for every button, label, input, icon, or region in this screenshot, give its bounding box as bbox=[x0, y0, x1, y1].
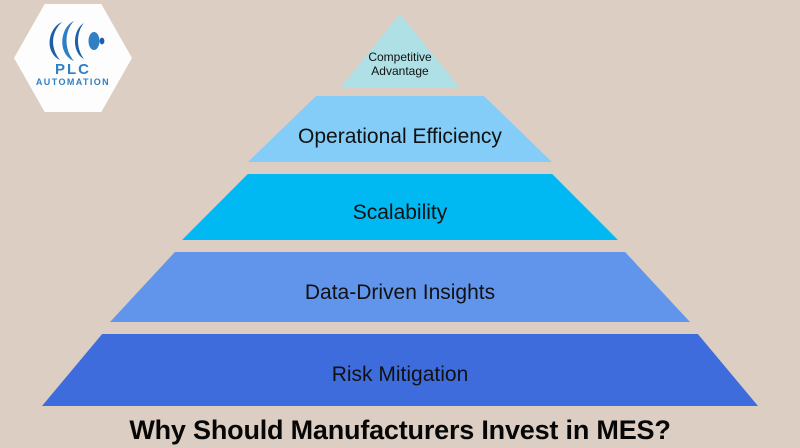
pyramid-tier-label: Data-Driven Insights bbox=[304, 280, 496, 304]
pyramid-tier-competitive-advantage[interactable]: Competitive Advantage bbox=[340, 14, 460, 88]
pyramid-tier-data-driven-insights[interactable]: Data-Driven Insights bbox=[110, 252, 690, 322]
pyramid-tier-risk-mitigation[interactable]: Risk Mitigation bbox=[42, 334, 758, 406]
infographic-caption: Why Should Manufacturers Invest in MES? bbox=[129, 414, 671, 445]
pyramid-tier-operational-efficiency[interactable]: Operational Efficiency bbox=[248, 96, 552, 162]
pyramid-tier-scalability[interactable]: Scalability bbox=[182, 174, 618, 240]
pyramid-tier-label: Operational Efficiency bbox=[298, 124, 502, 148]
logo-primary-text: PLC bbox=[55, 61, 91, 78]
logo-secondary-text: AUTOMATION bbox=[35, 77, 111, 87]
plc-automation-logo: PLC AUTOMATION bbox=[14, 4, 132, 112]
pyramid-tier-label: Risk Mitigation bbox=[331, 362, 469, 386]
logo-crescent-mark-icon bbox=[49, 21, 105, 61]
pyramid-tier-label: Competitive Advantage bbox=[368, 49, 432, 78]
pyramid-tier-label: Scalability bbox=[352, 200, 448, 224]
